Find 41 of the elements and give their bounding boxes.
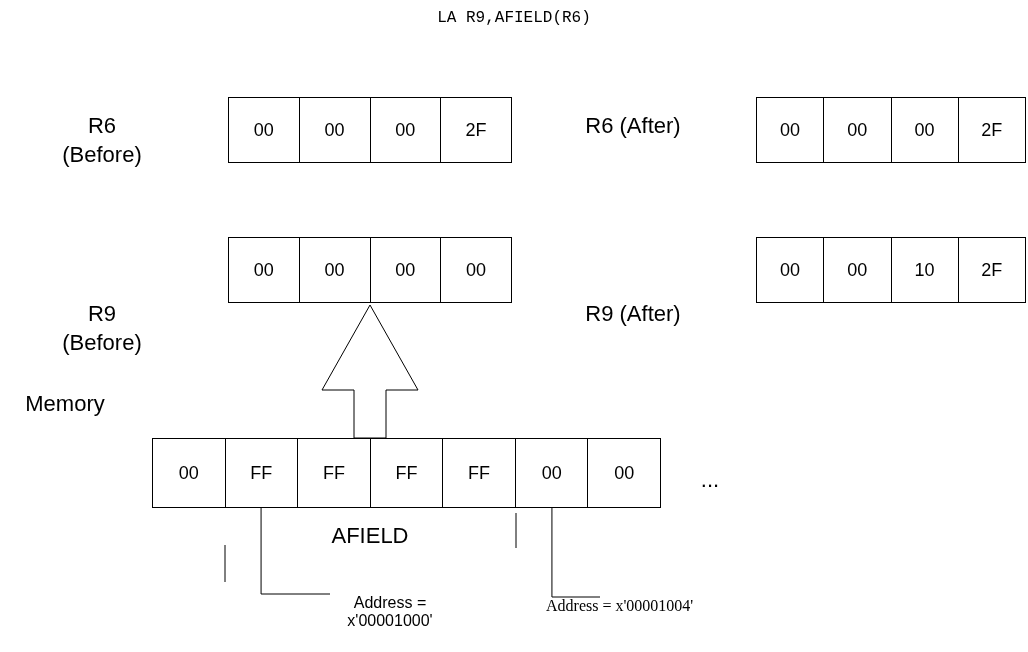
byte-cell: FF — [443, 439, 516, 507]
register-box — [228, 97, 512, 163]
byte-cell: 00 — [757, 238, 825, 302]
byte-cell: 00 — [229, 238, 300, 302]
byte-cell: 00 — [757, 98, 825, 162]
byte-cell: 2F — [441, 98, 511, 162]
byte-cell: 00 — [441, 238, 511, 302]
row-label: Memory — [24, 390, 106, 418]
address-note: Address = x'00001000' — [330, 594, 450, 640]
leader-line — [260, 507, 331, 595]
register-label: R6 (After) — [584, 112, 682, 140]
byte-cell: 00 — [370, 238, 442, 302]
leader-line — [551, 507, 601, 598]
block-arrow — [321, 304, 419, 439]
byte-cell: 2F — [958, 238, 1025, 302]
register-box — [756, 237, 1026, 303]
byte-cell: 00 — [515, 439, 589, 507]
address-note: Address = x'00001004' — [546, 597, 806, 617]
register-label: R9 (After) — [584, 300, 682, 328]
register-label: R6 (Before) — [61, 112, 143, 169]
diagram-title: LA R9,AFIELD(R6) — [436, 8, 592, 29]
byte-cell: FF — [370, 439, 444, 507]
byte-cell: 00 — [588, 439, 661, 507]
byte-cell: 00 — [153, 439, 226, 507]
register-box — [152, 438, 661, 508]
byte-cell: 00 — [824, 98, 892, 162]
byte-cell: 00 — [891, 98, 959, 162]
byte-cell: 10 — [891, 238, 959, 302]
byte-cell: 2F — [958, 98, 1025, 162]
byte-cell: 00 — [370, 98, 442, 162]
byte-cell: 00 — [299, 98, 371, 162]
byte-cell: FF — [225, 439, 299, 507]
register-box — [756, 97, 1026, 163]
register-label: R9 (Before) — [61, 300, 143, 357]
register-box — [228, 237, 512, 303]
field-label: AFIELD — [330, 522, 410, 550]
byte-cell: FF — [298, 439, 371, 507]
byte-cell: 00 — [229, 98, 300, 162]
ellipsis: ... — [699, 466, 721, 494]
byte-cell: 00 — [299, 238, 371, 302]
byte-cell: 00 — [824, 238, 892, 302]
